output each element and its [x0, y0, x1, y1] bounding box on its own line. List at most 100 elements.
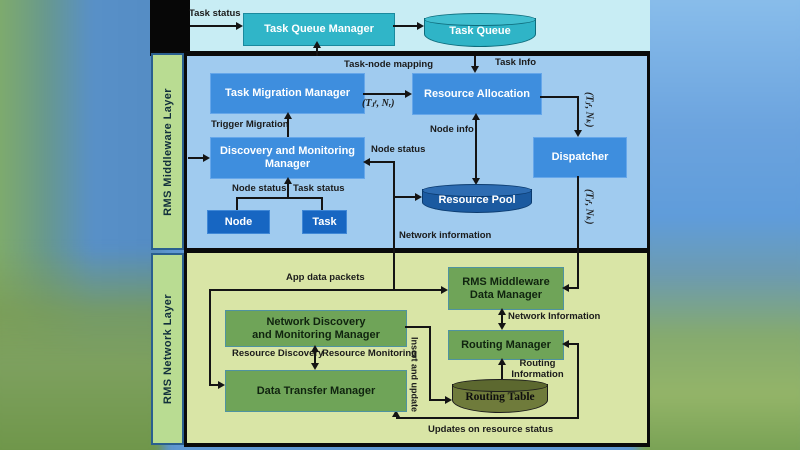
box-data-transfer-manager: Data Transfer Manager [225, 370, 407, 412]
label-node-status-bottom: Node status [232, 183, 287, 194]
label-node-info: Node info [430, 124, 474, 135]
box-task-queue-manager: Task Queue Manager [243, 13, 395, 46]
arrowhead-into-rm-bottom [498, 358, 506, 365]
dmm-line2: Manager [264, 158, 311, 170]
arrowhead-up-tqm [313, 41, 321, 48]
label-task-status-bottom: Task status [293, 183, 345, 194]
task-queue-top [424, 13, 536, 26]
label-node-status-right: Node status [371, 144, 426, 155]
connector-app-data-v [209, 289, 211, 384]
arrowhead-mdm-rm-down [498, 323, 506, 330]
separator-middle [184, 248, 650, 253]
task-queue-label: Task Queue [449, 25, 511, 38]
arrowhead-into-rm-right [562, 340, 569, 348]
label-task-status-top: Task status [189, 8, 241, 19]
connector-dispatcher-down [577, 176, 579, 289]
label-app-data-packets: App data packets [286, 272, 365, 283]
arrowhead-into-dmm-left [203, 154, 210, 162]
cylinder-task-queue: Task Queue [424, 13, 536, 47]
band-middleware-layer: RMS Middleware Layer [151, 53, 184, 250]
arrowhead-into-routing-table [445, 396, 452, 404]
connector-tmm-ra [363, 93, 405, 95]
box-task-migration-manager: Task Migration Manager [210, 73, 365, 114]
connector-node-status-h [370, 161, 394, 163]
ndmm-line1: Network Discovery [266, 315, 366, 328]
connector-rm-right-h [569, 343, 579, 345]
task-queue-manager-label: Task Queue Manager [264, 23, 374, 36]
background-left-lower [0, 247, 163, 450]
arrowhead-into-mdm-right [562, 284, 569, 292]
arrowhead-into-tqm [236, 22, 243, 30]
connector-into-dtm-h [209, 384, 218, 386]
label-insert-and-update: Insert and update [409, 337, 420, 413]
dtm-label: Data Transfer Manager [256, 384, 376, 397]
box-routing-manager: Routing Manager [448, 330, 564, 360]
box-task: Task [302, 210, 347, 234]
arrowhead-ra-pool-up [472, 113, 480, 120]
cylinder-resource-pool: Resource Pool [422, 184, 532, 213]
connector-trigger [287, 119, 289, 137]
arrowhead-into-dmm-bottom [284, 177, 292, 184]
connector-up-to-tqm [316, 47, 318, 56]
mdm-line2: Data Manager [469, 288, 543, 301]
label-network-information-mid: Network information [399, 230, 492, 241]
label-resource-monitoring: Resource Monitoring [322, 348, 418, 359]
resource-pool-top [422, 184, 532, 197]
arrowhead-ndmm-dtm-up [311, 345, 319, 352]
label-resource-discovery: Resource Discovery [232, 348, 324, 359]
background-right [637, 0, 800, 450]
band-middleware-label: RMS Middleware Layer [161, 87, 174, 216]
arrowhead-task-info [471, 66, 479, 73]
resource-pool-label: Resource Pool [438, 193, 516, 206]
arrowhead-into-mdm-left [441, 286, 448, 294]
routing-info-line1: Routing [519, 358, 556, 369]
connector-ra-dispatcher-h [540, 96, 579, 98]
cylinder-routing-table: Routing Table [452, 379, 548, 413]
label-formula-dispatcher-upper: (Tⱼʳ, Nₖ) [583, 92, 595, 128]
arrowhead-into-ra [405, 90, 412, 98]
dispatcher-label: Dispatcher [551, 151, 609, 164]
arrowhead-into-dtm-bottom [392, 410, 400, 417]
arrowhead-ndmm-dtm-down [311, 363, 319, 370]
label-task-node-mapping: Task-node mapping [344, 59, 434, 70]
connector-table-rm [501, 365, 503, 379]
label-updates-on-resource-status: Updates on resource status [428, 424, 554, 435]
arrowhead-into-dtm-left [218, 381, 225, 389]
band-network-label: RMS Network Layer [161, 293, 174, 405]
connector-mdm-rm [501, 314, 503, 324]
dmm-line1: Discovery and Monitoring [219, 145, 356, 158]
border-right [647, 51, 650, 447]
connector-updates-v [577, 343, 579, 419]
separator-bottom [184, 443, 650, 447]
connector-insert-h1 [405, 326, 431, 328]
connector-taskstatus [190, 25, 236, 27]
connector-ra-dispatcher-v [577, 96, 579, 130]
border-left [184, 51, 187, 447]
arrowhead-into-dmm-right [363, 158, 370, 166]
ra-label: Resource Allocation [424, 87, 530, 100]
label-trigger-migration: Trigger Migration [211, 119, 289, 130]
routing-manager-label: Routing Manager [461, 338, 551, 351]
connector-app-data-h [210, 289, 441, 291]
arrowhead-into-queue [417, 22, 424, 30]
routing-table-top [452, 379, 548, 392]
connector-border-dmm [188, 157, 203, 159]
band-network-layer: RMS Network Layer [151, 253, 184, 445]
label-formula-dispatcher-lower: (Tⱼʳ, Nₖ) [583, 189, 595, 225]
connector-insert-v [429, 326, 431, 401]
label-formula-tj-nr: (Tⱼʳ, Nᵣ) [362, 98, 395, 109]
label-network-information-green: Network Information [508, 311, 601, 322]
task-label: Task [312, 215, 337, 228]
arrowhead-trigger [284, 112, 292, 119]
connector-into-pool [395, 196, 415, 198]
connector-ra-pool [475, 120, 477, 178]
arrowhead-mdm-rm-up [498, 308, 506, 315]
connector-network-info-vertical [393, 161, 395, 290]
routing-info-line2: Information [511, 368, 564, 380]
